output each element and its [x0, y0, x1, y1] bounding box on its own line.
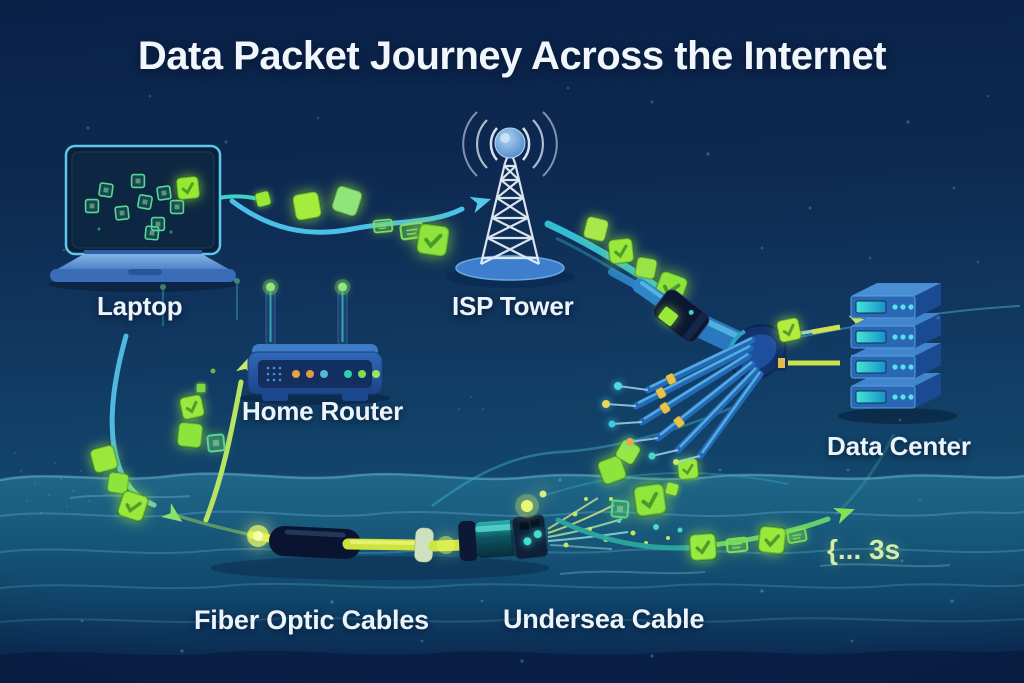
tower-antenna-sphere	[494, 127, 526, 159]
label-data-center: Data Center	[827, 431, 971, 461]
router-vent	[266, 366, 282, 382]
cable-end-cap	[511, 514, 549, 560]
data-center-icon	[838, 283, 958, 424]
cable-sheath	[269, 526, 361, 559]
tower-lattice	[479, 149, 541, 265]
label-fiber-optic-cables: Fiber Optic Cables	[194, 605, 429, 635]
label-isp-tower: ISP Tower	[452, 291, 574, 321]
label-laptop: Laptop	[97, 291, 183, 321]
data-packet-icon	[774, 315, 804, 345]
server-unit	[850, 283, 941, 319]
label-home-router: Home Router	[242, 396, 404, 426]
laptop-base	[54, 254, 232, 271]
router-antenna	[262, 279, 351, 347]
laptop-icon	[48, 144, 273, 292]
label-undersea-cable: Undersea Cable	[503, 604, 705, 634]
fiber-bundle-icon	[602, 268, 787, 465]
home-router-icon	[240, 279, 390, 405]
packet-trail-router	[175, 368, 226, 453]
diagram-title: Data Packet Journey Across the Internet	[137, 34, 887, 78]
isp-tower-icon	[446, 111, 574, 288]
latency-annotation: {... 3s	[827, 534, 901, 565]
